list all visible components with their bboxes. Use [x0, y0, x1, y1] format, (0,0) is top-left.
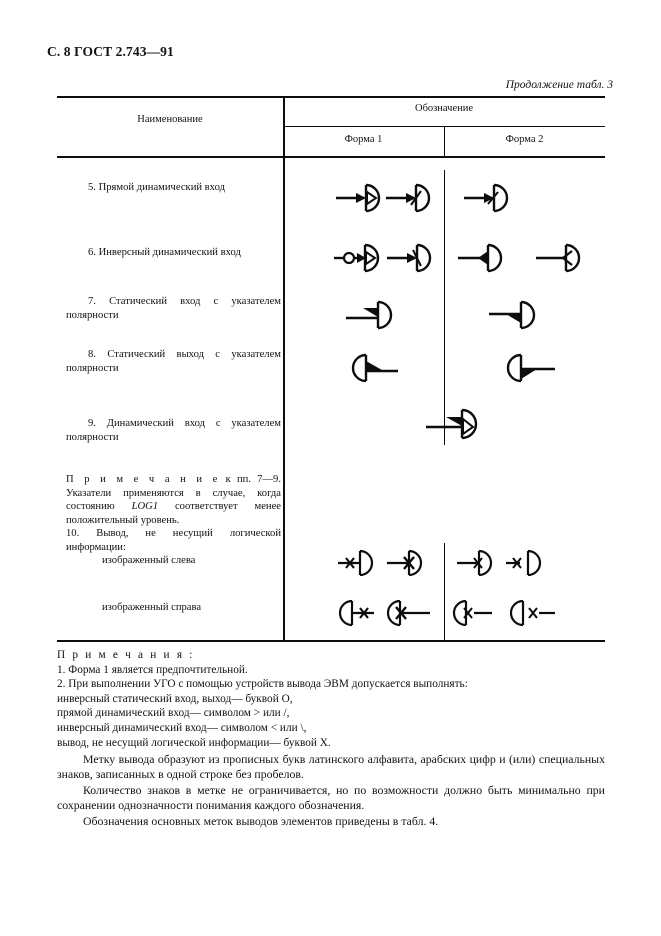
- symbol-direct-dynamic-input-f2: [462, 182, 518, 214]
- table-column-divider-main: [283, 96, 285, 642]
- symbol-non-logic-output-right-f2-a: [452, 598, 506, 628]
- notes-title: П р и м е ч а н и я :: [57, 649, 195, 661]
- column-header-form2: Форма 2: [505, 134, 544, 145]
- note-item-4: прямой динамический вход— символом > или…: [57, 707, 290, 720]
- row-text-5: Прямой динамический вход: [98, 182, 225, 193]
- column-header-name: Наименование: [137, 114, 203, 125]
- symbol-non-logic-input-left-f2-a: [455, 548, 505, 578]
- symbol-static-output-polarity-f1: [348, 350, 412, 384]
- row-10-sub-right-wrap: изображенный справа: [66, 601, 281, 615]
- row-text-8: Статический выход с указателем полярност…: [66, 349, 281, 374]
- row-text-10: Вывод, не несущий логической информации:: [66, 528, 281, 553]
- symbol-inverted-dynamic-input-f2-b: [534, 242, 590, 274]
- row-10-sub-left: изображенный слева: [102, 555, 196, 567]
- paragraph-1: Метку вывода образуют из прописных букв …: [57, 752, 605, 782]
- row-text-6: Инверсный динамический вход: [98, 247, 241, 258]
- inline-note-label: П р и м е ч а н и е: [66, 474, 220, 485]
- inline-note-items-7-9: П р и м е ч а н и е к пп. 7—9. Указатели…: [66, 473, 281, 527]
- column-header-symbol: Обозначение: [414, 103, 474, 114]
- inline-note-body: к пп. 7—9. Указатели применяются в случа…: [66, 474, 282, 513]
- symbol-non-logic-input-left-f2-b: [504, 548, 554, 578]
- table-column-divider-forms-lower: [444, 543, 446, 640]
- symbol-non-logic-output-right-f1-b: [386, 598, 440, 628]
- symbol-direct-dynamic-input-f1-a: [334, 182, 390, 214]
- notes-block: П р и м е ч а н и я : 1. Форма 1 являетс…: [57, 648, 605, 750]
- table-bottom-rule: [57, 640, 605, 642]
- note-item-3: инверсный статический вход, выход— букво…: [57, 692, 293, 705]
- table-header-bottom-rule: [57, 156, 605, 158]
- note-item-5: инверсный динамический вход— символом < …: [57, 721, 307, 734]
- column-header-form1: Форма 1: [344, 134, 383, 145]
- paragraph-3: Обозначения основных меток выводов элеме…: [83, 814, 439, 828]
- row-text-7: Статический вход с указателем полярности: [66, 296, 281, 321]
- row-10-sub-right: изображенный справа: [102, 602, 202, 613]
- table-top-rule: [57, 96, 605, 98]
- symbol-static-input-polarity-f2: [487, 297, 547, 331]
- symbol-inverted-dynamic-input-f1-a: [332, 242, 390, 274]
- note-item-6: вывод, не несущий логической информации—…: [57, 736, 331, 749]
- row-number-6: 6.: [88, 247, 96, 258]
- table-row-label-7: 7. Статический вход с указателем полярно…: [66, 295, 281, 322]
- symbol-direct-dynamic-input-f1-b: [384, 182, 436, 214]
- row-number-10: 10.: [66, 528, 80, 539]
- table-column-divider-forms-header: [444, 126, 446, 157]
- symbol-non-logic-output-right-f1-a: [338, 598, 388, 628]
- row-number-5: 5.: [88, 182, 96, 193]
- table-row-label-6: 6. Инверсный динамический вход: [66, 246, 281, 260]
- symbol-non-logic-input-left-f1-b: [385, 548, 435, 578]
- note-item-1: 1. Форма 1 является предпочтительной.: [57, 663, 248, 676]
- inline-note-tail: соответствует менее положительный уровен…: [66, 501, 281, 526]
- table-continuation-label: Продолжение табл. 3: [505, 79, 613, 91]
- row-number-7: 7.: [88, 296, 96, 307]
- symbol-non-logic-output-right-f2-b: [509, 598, 567, 628]
- inline-note-term: LOG1: [131, 501, 159, 513]
- symbol-inverted-dynamic-input-f2-a: [456, 242, 512, 274]
- symbol-static-output-polarity-f2: [503, 350, 567, 384]
- paragraph-2: Количество знаков в метке не ограничивае…: [57, 783, 605, 813]
- row-number-9: 9.: [88, 418, 96, 429]
- symbol-non-logic-input-left-f1-a: [336, 548, 386, 578]
- table-row-label-10: 10. Вывод, не несущий логической информа…: [66, 527, 281, 568]
- symbol-inverted-dynamic-input-f1-b: [385, 242, 437, 274]
- row-text-9: Динамический вход с указателем полярност…: [66, 418, 281, 443]
- table-row-label-9: 9. Динамический вход с указателем полярн…: [66, 417, 281, 444]
- table-row-label-8: 8. Статический выход с указателем полярн…: [66, 348, 281, 375]
- row-number-8: 8.: [88, 349, 96, 360]
- note-item-2: 2. При выполнении УГО с помощью устройст…: [57, 678, 468, 691]
- symbol-static-input-polarity-f1: [344, 297, 404, 331]
- table-column-divider-forms-upper: [444, 170, 446, 445]
- symbol-dynamic-input-polarity: [424, 405, 496, 443]
- table-row-label-5: 5. Прямой динамический вход: [66, 181, 281, 195]
- page-marker: С. 8 ГОСТ 2.743—91: [47, 44, 174, 59]
